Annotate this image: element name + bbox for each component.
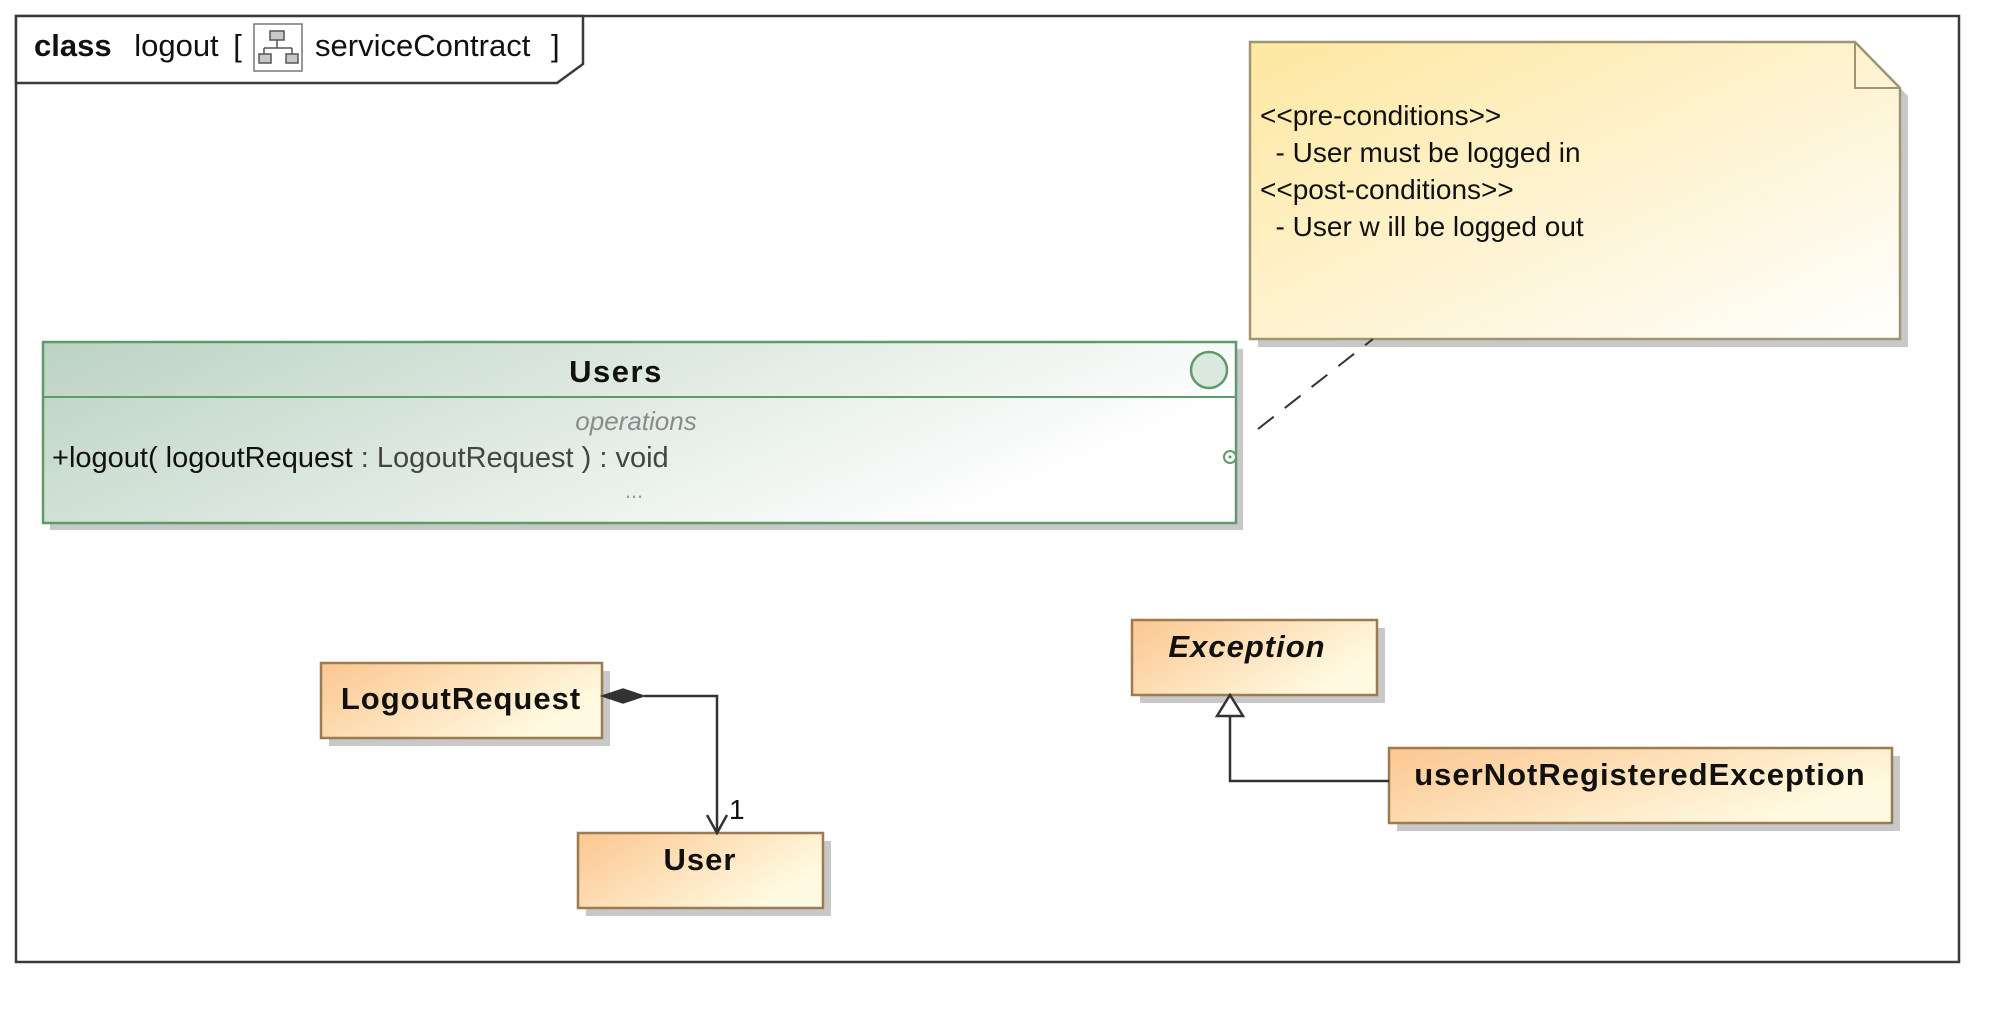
frame-context-name: serviceContract	[315, 28, 531, 63]
class-name: LogoutRequest	[341, 681, 581, 716]
composition-line	[644, 694, 719, 833]
user-not-registered-exception-class[interactable]: userNotRegisteredException	[1387, 746, 1900, 831]
interface-name: Users	[569, 354, 663, 389]
user-class[interactable]: User	[576, 831, 831, 916]
composition-logout-request-user[interactable]: 1	[599, 688, 745, 836]
frame-open-bracket: [	[233, 28, 242, 63]
operation-name: logout(	[69, 442, 158, 474]
generalization-exception[interactable]	[1214, 692, 1389, 783]
class-name: User	[664, 842, 737, 877]
class-name: userNotRegisteredException	[1414, 757, 1866, 792]
class-body	[576, 831, 825, 910]
frame-close-bracket: ]	[551, 28, 560, 63]
logout-request-class[interactable]: LogoutRequest	[319, 661, 610, 746]
note-anchor-line	[1257, 338, 1374, 430]
exception-class[interactable]: Exception	[1130, 618, 1385, 703]
constraint-note[interactable]: <<pre-conditions>> - User must be logged…	[1248, 40, 1908, 347]
note-attachment-dot	[1228, 455, 1232, 459]
frame-diagram-name: logout	[134, 28, 219, 63]
operation-visibility: +	[52, 442, 69, 474]
note-body	[1248, 40, 1902, 341]
operations-more-indicator: ...	[625, 478, 643, 503]
note-line-logged-in: - User must be logged in	[1260, 137, 1581, 168]
note-line-post-conditions: <<post-conditions>>	[1260, 174, 1514, 205]
class-name: Exception	[1168, 629, 1325, 664]
note-line-logged-out: - User w ill be logged out	[1260, 211, 1584, 242]
svg-text:class logout [: class logout [	[34, 28, 242, 63]
note-folded-corner	[1854, 42, 1900, 89]
generalization-line	[1228, 714, 1389, 783]
note-line-pre-conditions: <<pre-conditions>>	[1260, 100, 1501, 131]
package-diagram-icon	[253, 23, 303, 72]
generalization-triangle	[1214, 692, 1246, 718]
logout-operation[interactable]: +logout( logoutRequest : LogoutRequest )…	[52, 442, 669, 474]
interface-lollipop-icon	[1189, 350, 1229, 390]
association-multiplicity: 1	[729, 794, 745, 825]
users-interface[interactable]: Users operations +logout( logoutRequest …	[41, 340, 1243, 530]
class-body	[1387, 746, 1894, 825]
interface-body	[41, 340, 1238, 525]
operation-param-type: : LogoutRequest ) : void	[353, 442, 669, 474]
navigability-arrowhead	[705, 814, 729, 836]
operations-compartment-label: operations	[575, 406, 696, 436]
operation-param-name: logoutRequest	[158, 442, 353, 474]
note-text: <<pre-conditions>> - User must be logged…	[1260, 100, 1584, 242]
frame-kind-label: class	[34, 28, 112, 63]
class-body	[319, 661, 604, 740]
svg-text:serviceContract ]: serviceContract ]	[315, 28, 560, 63]
class-body	[1130, 618, 1379, 697]
diagram-frame	[14, 14, 1961, 964]
